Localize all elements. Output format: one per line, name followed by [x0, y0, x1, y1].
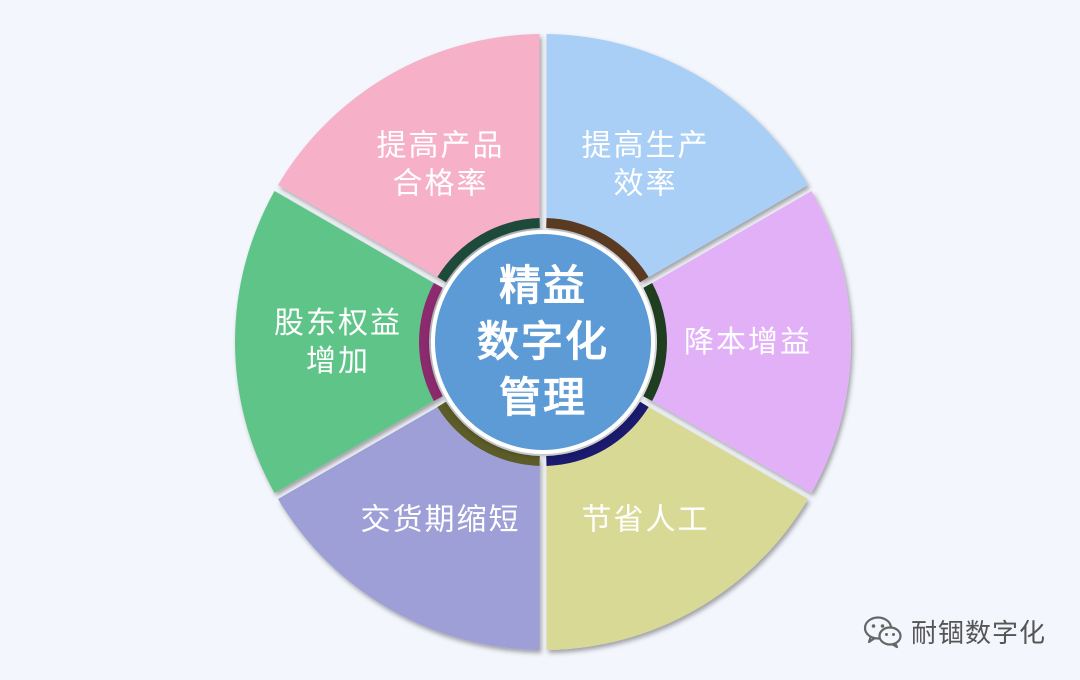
segment-2	[644, 191, 851, 493]
center-title: 精益数字化管理	[477, 261, 609, 422]
watermark-text: 耐锢数字化	[910, 619, 1046, 649]
inner-ring-layer	[418, 218, 667, 466]
segment-6-ring-arc	[437, 218, 540, 283]
segment-1	[546, 34, 808, 282]
segment-3	[546, 402, 808, 650]
segment-4-label: 交货期缩短	[361, 503, 521, 538]
center-hub: 精益数字化管理	[431, 230, 655, 454]
segment-4	[278, 402, 540, 650]
segment-4-ring-arc	[437, 401, 540, 466]
segment-6-label: 提高产品合格率	[377, 128, 505, 201]
segment-6	[278, 34, 540, 282]
segment-1-ring-arc	[546, 218, 649, 283]
center-circle	[431, 230, 655, 454]
segment-3-label: 节省人工	[582, 503, 710, 538]
segment-5	[234, 191, 442, 493]
segment-2-label: 降本增益	[684, 325, 812, 360]
segment-1-label: 提高生产效率	[582, 128, 710, 201]
watermark: 耐锢数字化	[863, 613, 1046, 650]
segment-5-label: 股东权益增加	[274, 306, 402, 379]
segment-3-ring-arc	[546, 401, 649, 466]
segment-5-ring-arc	[418, 283, 443, 401]
wechat-icon	[863, 615, 902, 648]
segment-2-ring-arc	[643, 283, 667, 401]
